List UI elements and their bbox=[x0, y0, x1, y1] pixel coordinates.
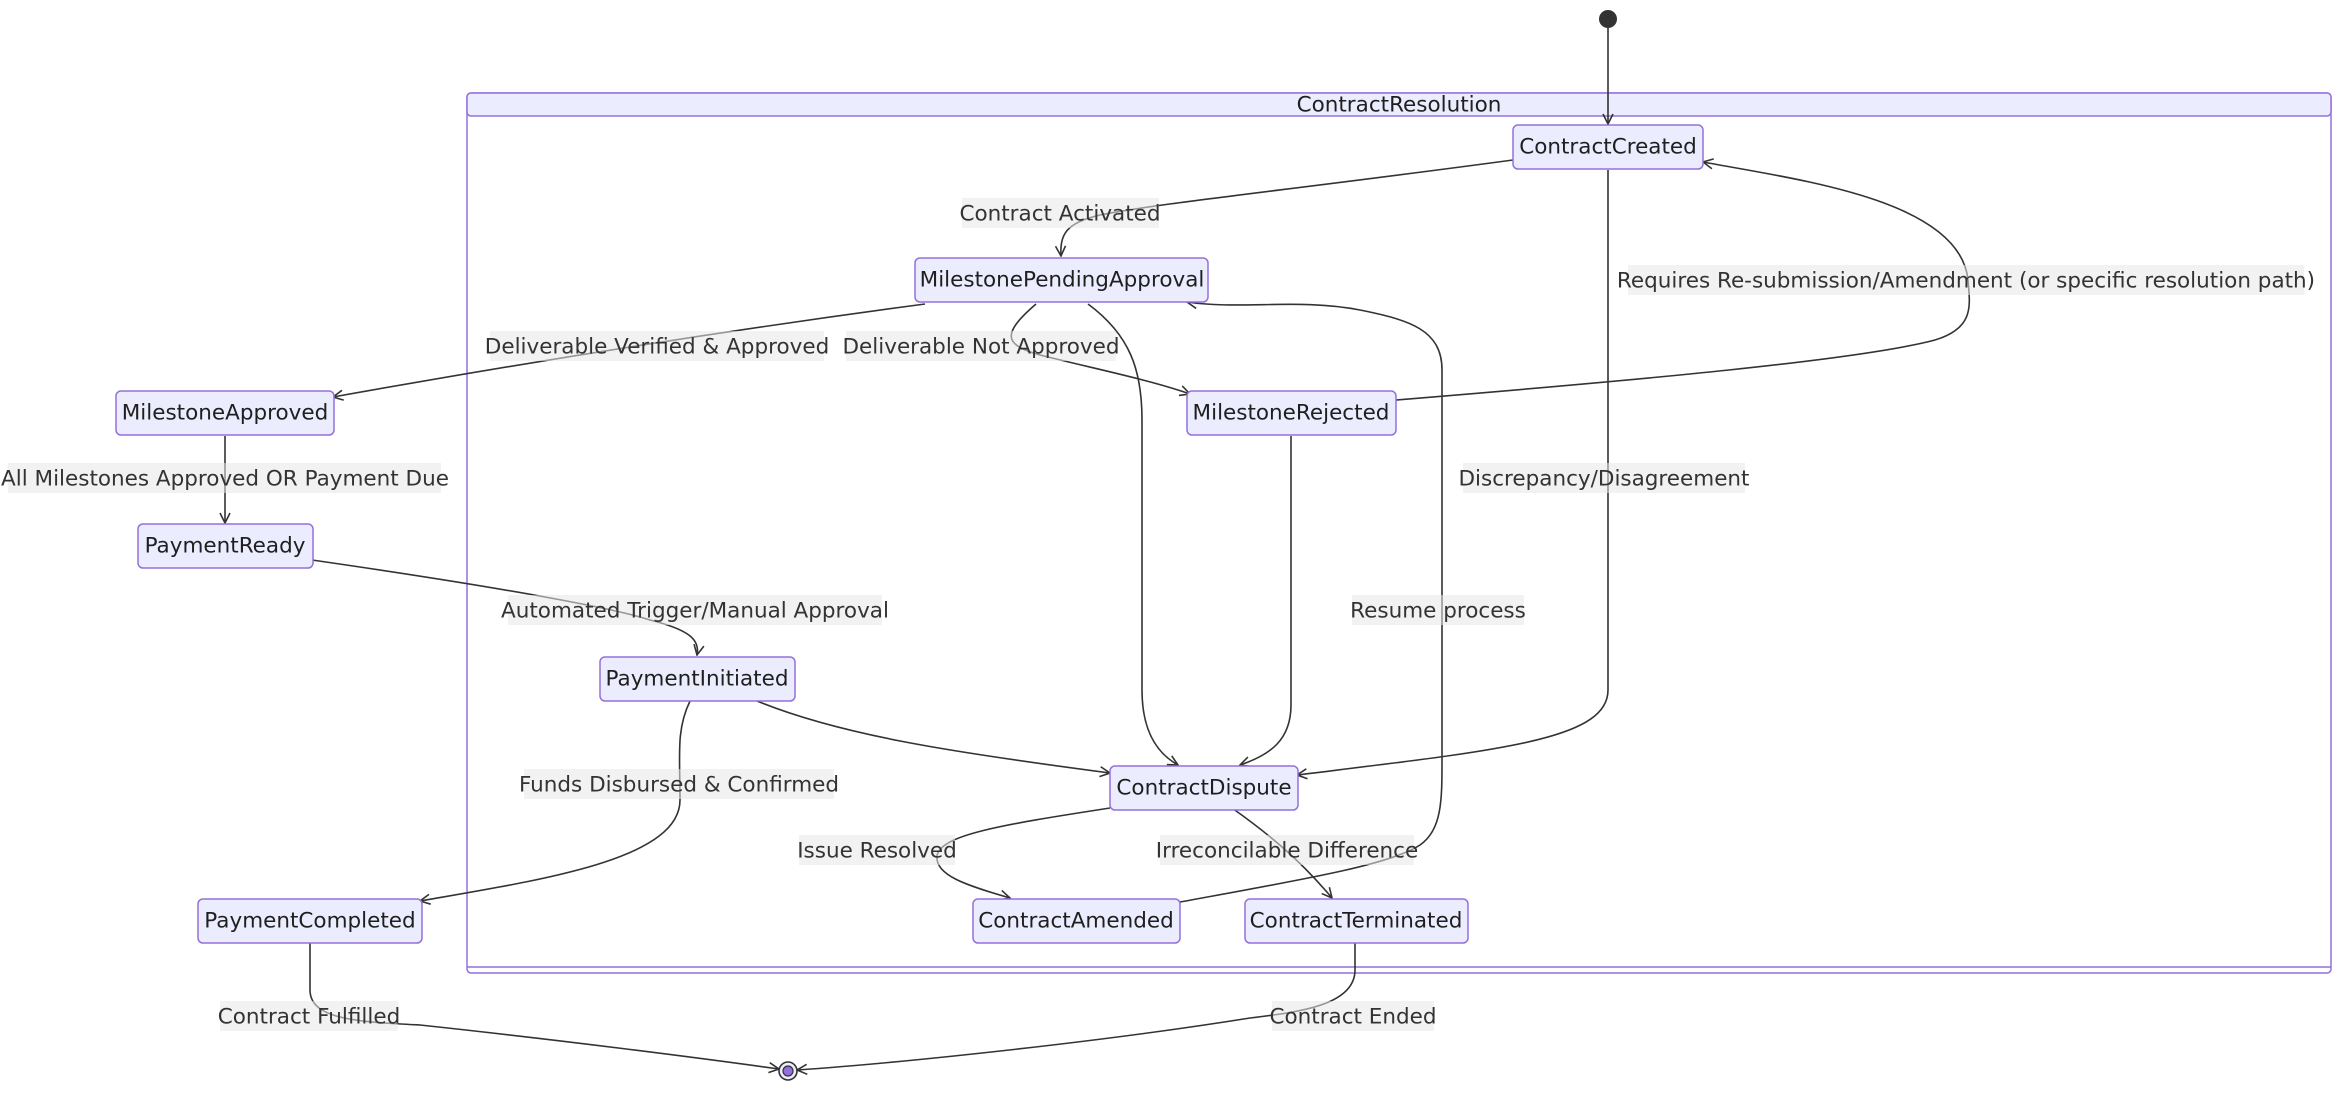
label-automated-trigger: Automated Trigger/Manual Approval bbox=[501, 595, 889, 625]
state-payment-completed: PaymentCompleted bbox=[197, 898, 423, 944]
svg-text:Issue Resolved: Issue Resolved bbox=[797, 839, 957, 864]
edge-initiated-to-dispute bbox=[756, 700, 1110, 773]
state-contract-dispute: ContractDispute bbox=[1109, 765, 1299, 811]
svg-text:Contract Activated: Contract Activated bbox=[959, 202, 1160, 227]
svg-text:Resume process: Resume process bbox=[1350, 599, 1526, 624]
label-discrepancy: Discrepancy/Disagreement bbox=[1459, 463, 1750, 493]
edge-pending-to-dispute bbox=[1087, 303, 1178, 765]
svg-text:Irreconcilable Difference: Irreconcilable Difference bbox=[1156, 839, 1418, 864]
edge-created-to-dispute bbox=[1297, 170, 1609, 775]
svg-text:PaymentInitiated: PaymentInitiated bbox=[606, 667, 789, 692]
state-contract-amended: ContractAmended bbox=[972, 898, 1181, 944]
svg-text:Funds Disbursed & Confirmed: Funds Disbursed & Confirmed bbox=[519, 773, 839, 798]
cluster-title: ContractResolution bbox=[1297, 93, 1502, 118]
start-state bbox=[1599, 10, 1617, 28]
edge-rejected-to-created bbox=[1395, 162, 1971, 401]
label-deliverable-verified: Deliverable Verified & Approved bbox=[485, 331, 829, 361]
svg-text:Contract Fulfilled: Contract Fulfilled bbox=[218, 1005, 400, 1030]
edge-terminated-to-end bbox=[797, 942, 1356, 1070]
svg-text:PaymentReady: PaymentReady bbox=[145, 534, 306, 559]
cluster-contract-resolution: ContractResolution bbox=[466, 92, 2332, 974]
state-payment-ready: PaymentReady bbox=[137, 523, 314, 569]
svg-text:MilestonePendingApproval: MilestonePendingApproval bbox=[920, 268, 1205, 293]
svg-text:All Milestones Approved OR Pay: All Milestones Approved OR Payment Due bbox=[1, 467, 449, 492]
label-all-milestones-approved: All Milestones Approved OR Payment Due bbox=[1, 463, 449, 493]
svg-text:PaymentCompleted: PaymentCompleted bbox=[204, 909, 415, 934]
svg-text:MilestoneRejected: MilestoneRejected bbox=[1193, 401, 1390, 426]
svg-text:ContractTerminated: ContractTerminated bbox=[1250, 909, 1463, 934]
cluster-header bbox=[466, 92, 2332, 117]
svg-text:Contract Ended: Contract Ended bbox=[1269, 1005, 1436, 1030]
label-funds-disbursed: Funds Disbursed & Confirmed bbox=[519, 769, 839, 799]
state-contract-created: ContractCreated bbox=[1512, 124, 1704, 170]
state-milestone-approved: MilestoneApproved bbox=[115, 390, 335, 436]
edge-labels: Contract Activated Requires Re-submissio… bbox=[1, 198, 2315, 1031]
svg-text:ContractAmended: ContractAmended bbox=[978, 909, 1174, 934]
edge-amended-to-pending bbox=[1179, 302, 1443, 903]
label-contract-activated: Contract Activated bbox=[959, 198, 1161, 228]
svg-text:MilestoneApproved: MilestoneApproved bbox=[122, 401, 329, 426]
label-irreconcilable: Irreconcilable Difference bbox=[1156, 835, 1418, 865]
state-contract-terminated: ContractTerminated bbox=[1244, 898, 1469, 944]
svg-text:Deliverable Verified & Approve: Deliverable Verified & Approved bbox=[485, 335, 829, 360]
states: ContractCreated MilestonePendingApproval… bbox=[115, 124, 1704, 944]
label-deliverable-not-approved: Deliverable Not Approved bbox=[842, 331, 1120, 361]
edge-rejected-to-dispute bbox=[1240, 436, 1292, 765]
label-requires-resubmission: Requires Re-submission/Amendment (or spe… bbox=[1617, 265, 2315, 295]
edge-initiated-to-completed bbox=[420, 700, 691, 901]
svg-text:Deliverable Not Approved: Deliverable Not Approved bbox=[842, 335, 1119, 360]
svg-text:Discrepancy/Disagreement: Discrepancy/Disagreement bbox=[1459, 467, 1750, 492]
state-payment-initiated: PaymentInitiated bbox=[599, 656, 796, 702]
svg-text:ContractDispute: ContractDispute bbox=[1116, 776, 1291, 801]
svg-text:Automated Trigger/Manual Appro: Automated Trigger/Manual Approval bbox=[501, 599, 889, 624]
svg-text:ContractCreated: ContractCreated bbox=[1519, 135, 1697, 160]
label-resume-process: Resume process bbox=[1350, 595, 1526, 625]
state-milestone-rejected: MilestoneRejected bbox=[1186, 390, 1397, 436]
svg-text:Requires Re-submission/Amendme: Requires Re-submission/Amendment (or spe… bbox=[1617, 269, 2315, 294]
label-contract-fulfilled: Contract Fulfilled bbox=[218, 1001, 400, 1031]
label-issue-resolved: Issue Resolved bbox=[797, 835, 957, 865]
label-contract-ended: Contract Ended bbox=[1269, 1001, 1437, 1031]
end-state bbox=[778, 1061, 798, 1081]
state-milestone-pending-approval: MilestonePendingApproval bbox=[914, 257, 1209, 303]
